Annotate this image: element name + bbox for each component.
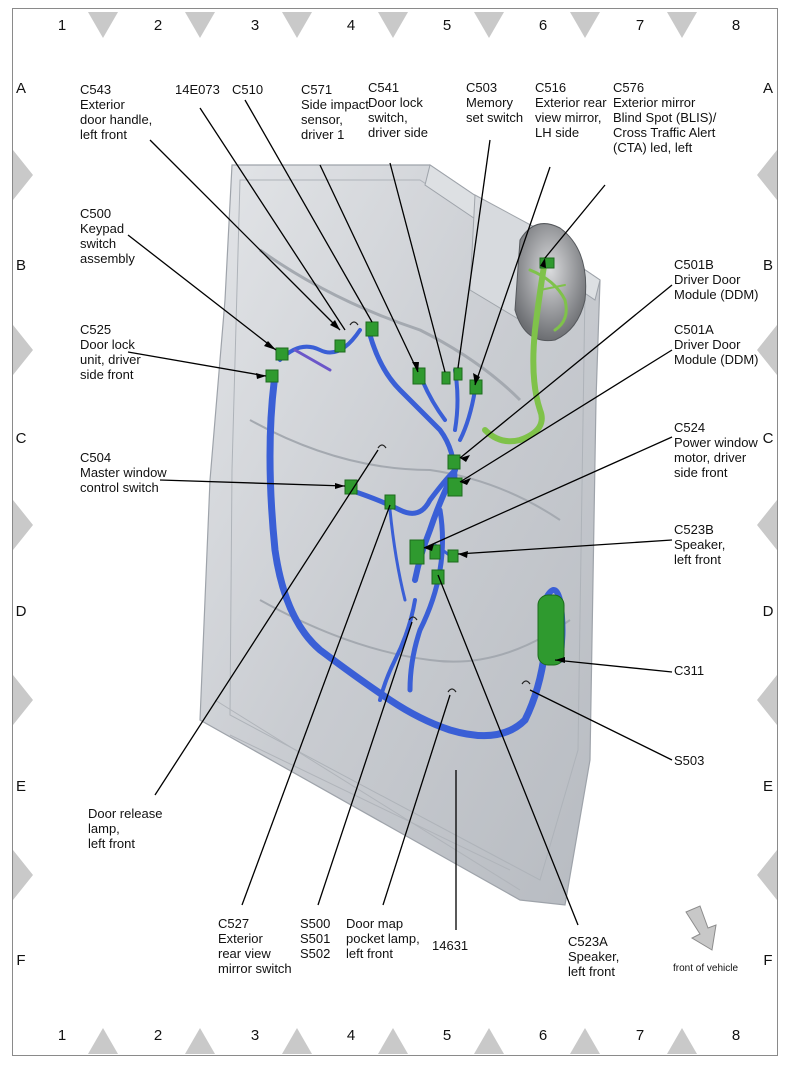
label-c510: C510	[232, 82, 264, 97]
grid-row-a-left: A	[15, 80, 26, 97]
splice-markers	[349, 321, 531, 693]
grid-col-7-bottom: 7	[635, 1027, 645, 1044]
grid-row-c-left: C	[15, 430, 27, 447]
grid-row-a-right: A	[762, 80, 773, 97]
label-c527: C527 Exterior rear view mirror switch	[218, 916, 292, 976]
label-14e073: 14E073	[175, 82, 220, 97]
label-c541: C541 Door lock switch, driver side	[368, 80, 428, 140]
grid-col-8-bottom: 8	[731, 1027, 741, 1044]
grid-col-6-top: 6	[538, 17, 548, 34]
label-c501a: C501A Driver Door Module (DDM)	[674, 322, 759, 367]
grid-row-b-right: B	[762, 257, 773, 274]
label-s503: S503	[674, 753, 705, 768]
connectors	[265, 257, 565, 666]
label-c501b: C501B Driver Door Module (DDM)	[674, 257, 759, 302]
label-door-map-pocket-lamp: Door map pocket lamp, left front	[346, 916, 420, 961]
grid-col-4-top: 4	[346, 17, 356, 34]
diagram-frame	[12, 8, 778, 1056]
grid-row-b-left: B	[15, 257, 26, 274]
grid-col-2-top: 2	[153, 17, 163, 34]
grid-col-6-bottom: 6	[538, 1027, 548, 1044]
label-door-release-lamp: Door release lamp, left front	[88, 806, 163, 851]
grid-row-f-right: F	[763, 952, 773, 969]
leader-lines	[127, 99, 673, 930]
label-c525: C525 Door lock unit, driver side front	[80, 322, 141, 382]
grid-row-d-right: D	[762, 603, 774, 620]
grid-markers	[13, 12, 777, 1054]
label-c524: C524 Power window motor, driver side fro…	[674, 420, 758, 480]
grid-col-2-bottom: 2	[153, 1027, 163, 1044]
label-c503: C503 Memory set switch	[466, 80, 524, 125]
grid-row-e-left: E	[15, 778, 26, 795]
label-c500: C500 Keypad switch assembly	[80, 206, 135, 266]
grid-col-3-bottom: 3	[250, 1027, 260, 1044]
label-c576: C576 Exterior mirror Blind Spot (BLIS)/ …	[613, 80, 717, 155]
grid-row-d-left: D	[15, 603, 27, 620]
front-of-vehicle-arrow-icon	[685, 905, 717, 951]
label-c523b: C523B Speaker, left front	[674, 522, 726, 567]
front-of-vehicle-label: front of vehicle	[673, 963, 739, 974]
label-c523a: C523A Speaker, left front	[568, 934, 620, 979]
label-c543: C543 Exterior door handle, left front	[80, 82, 153, 142]
grid-col-5-bottom: 5	[442, 1027, 452, 1044]
grid-row-f-left: F	[16, 952, 26, 969]
grid-col-1-top: 1	[57, 17, 67, 34]
label-c311: C311	[674, 663, 705, 678]
label-c504: C504 Master window control switch	[80, 450, 167, 495]
label-c571: C571 Side impact sensor, driver 1	[301, 82, 369, 142]
label-14631: 14631	[432, 938, 469, 953]
label-s500-s502: S500 S501 S502	[300, 916, 331, 961]
leader-arrowheads	[256, 258, 565, 663]
mirror-harness	[482, 257, 568, 445]
grid-col-7-top: 7	[635, 17, 645, 34]
grid-col-1-bottom: 1	[57, 1027, 67, 1044]
grid-row-c-right: C	[762, 430, 774, 447]
grid-col-8-top: 8	[731, 17, 741, 34]
label-c516: C516 Exterior rear view mirror, LH side	[535, 80, 607, 140]
grid-row-e-right: E	[762, 778, 773, 795]
grid-col-4-bottom: 4	[346, 1027, 356, 1044]
grid-col-3-top: 3	[250, 17, 260, 34]
grid-col-5-top: 5	[442, 17, 452, 34]
